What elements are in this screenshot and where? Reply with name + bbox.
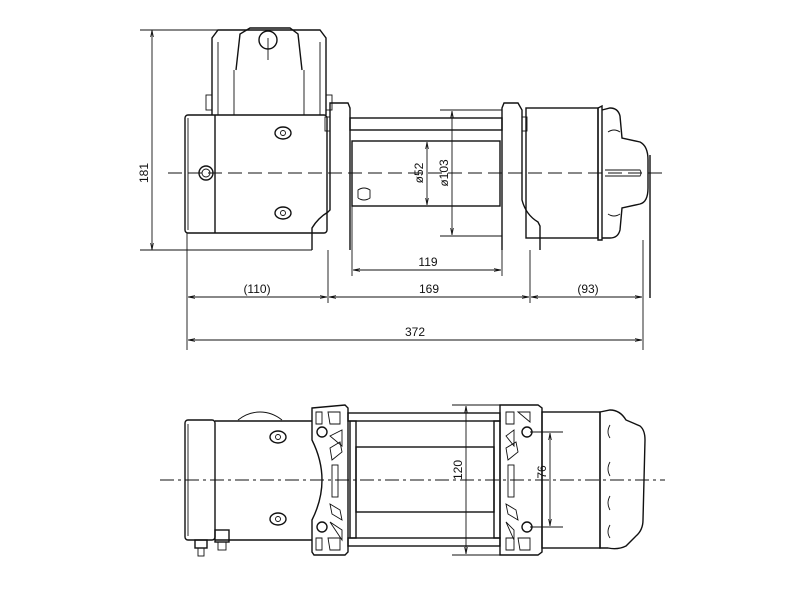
flange-diameter-label: ø103 bbox=[437, 159, 451, 187]
plan-view-dimensions: 120 76 bbox=[451, 404, 563, 556]
left-mount-plate bbox=[311, 404, 349, 556]
left-bracket bbox=[311, 102, 351, 250]
gearbox-length-label: (93) bbox=[577, 282, 598, 296]
solenoid-box bbox=[205, 27, 333, 115]
tie-bar bbox=[349, 117, 503, 131]
bolt-spacing-label: 76 bbox=[535, 465, 549, 479]
motor bbox=[184, 114, 328, 234]
end-cap bbox=[597, 104, 651, 298]
mount-width-label: 120 bbox=[451, 460, 465, 480]
side-view-dimensions: 181 ø52 ø103 119 (110) 169 (93) 372 bbox=[137, 29, 644, 350]
overall-length-label: 372 bbox=[405, 325, 425, 339]
plan-view bbox=[160, 404, 665, 557]
terminal-posts bbox=[194, 529, 230, 557]
drum-diameter-label: ø52 bbox=[412, 162, 426, 183]
height-label: 181 bbox=[137, 163, 151, 183]
mount-length-label: 169 bbox=[419, 282, 439, 296]
drum-length-label: 119 bbox=[418, 255, 437, 269]
right-bracket bbox=[501, 102, 541, 250]
side-view bbox=[168, 27, 662, 298]
motor-length-label: (110) bbox=[243, 282, 270, 296]
plan-end-cap bbox=[599, 409, 646, 550]
